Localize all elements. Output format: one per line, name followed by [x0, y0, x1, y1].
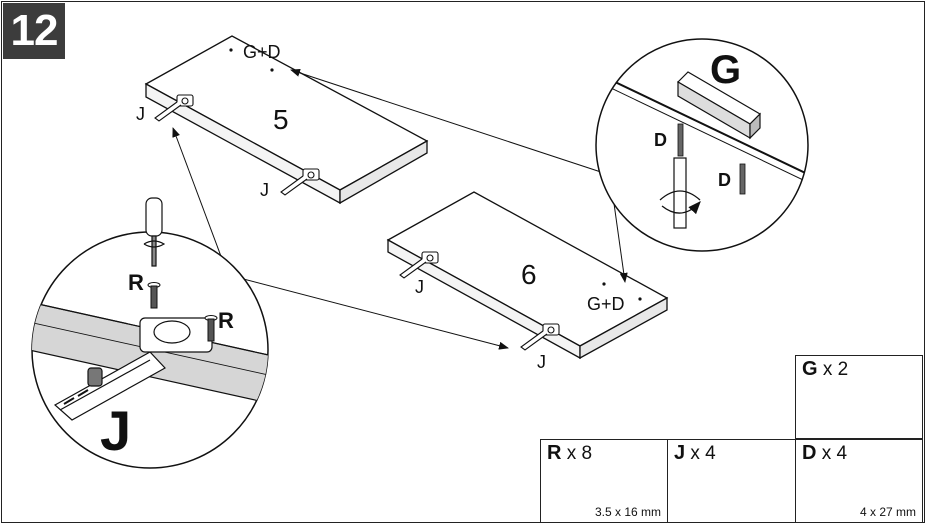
- screw-label: R: [218, 308, 234, 333]
- part-box-d: D x 4 4 x 27 mm: [795, 439, 923, 523]
- dowel-label: D: [718, 170, 731, 190]
- panel-6: [386, 191, 669, 360]
- panel-marking: G+D: [243, 42, 281, 62]
- step-number: 12: [3, 3, 65, 59]
- panel-marking: G+D: [587, 294, 625, 314]
- hole-marks: [229, 48, 642, 301]
- part-r-size: 3.5 x 16 mm: [594, 505, 661, 519]
- screw-label: R: [128, 270, 144, 295]
- hinge-label: J: [537, 352, 546, 372]
- handle-detail-circle: [595, 38, 809, 252]
- part-box-r: R x 8 3.5 x 16 mm: [540, 439, 668, 523]
- hinge-detail-label: J: [100, 399, 132, 462]
- handle-detail-label: G: [710, 48, 742, 92]
- part-j-title: J x 4: [674, 442, 716, 464]
- dowel-label: D: [654, 130, 667, 150]
- panel-number: 5: [273, 104, 289, 135]
- hinge-detail-circle: [31, 197, 269, 469]
- part-g-title: G x 2: [802, 358, 849, 380]
- part-box-j: J x 4: [667, 439, 796, 523]
- hinge-label: J: [260, 180, 269, 200]
- part-d-title: D x 4: [802, 442, 848, 464]
- panel-5: [144, 35, 429, 205]
- part-r-title: R x 8: [547, 442, 593, 464]
- hinge-icon: [154, 94, 560, 351]
- screwdriver-icon: [143, 197, 166, 267]
- hinge-label: J: [136, 104, 145, 124]
- assembly-arrows: [172, 69, 628, 350]
- screw-icon: [147, 282, 218, 342]
- hinge-label: J: [415, 277, 424, 297]
- panel-number: 6: [521, 259, 537, 290]
- part-d-size: 4 x 27 mm: [859, 505, 916, 519]
- part-box-g: G x 2: [795, 355, 923, 439]
